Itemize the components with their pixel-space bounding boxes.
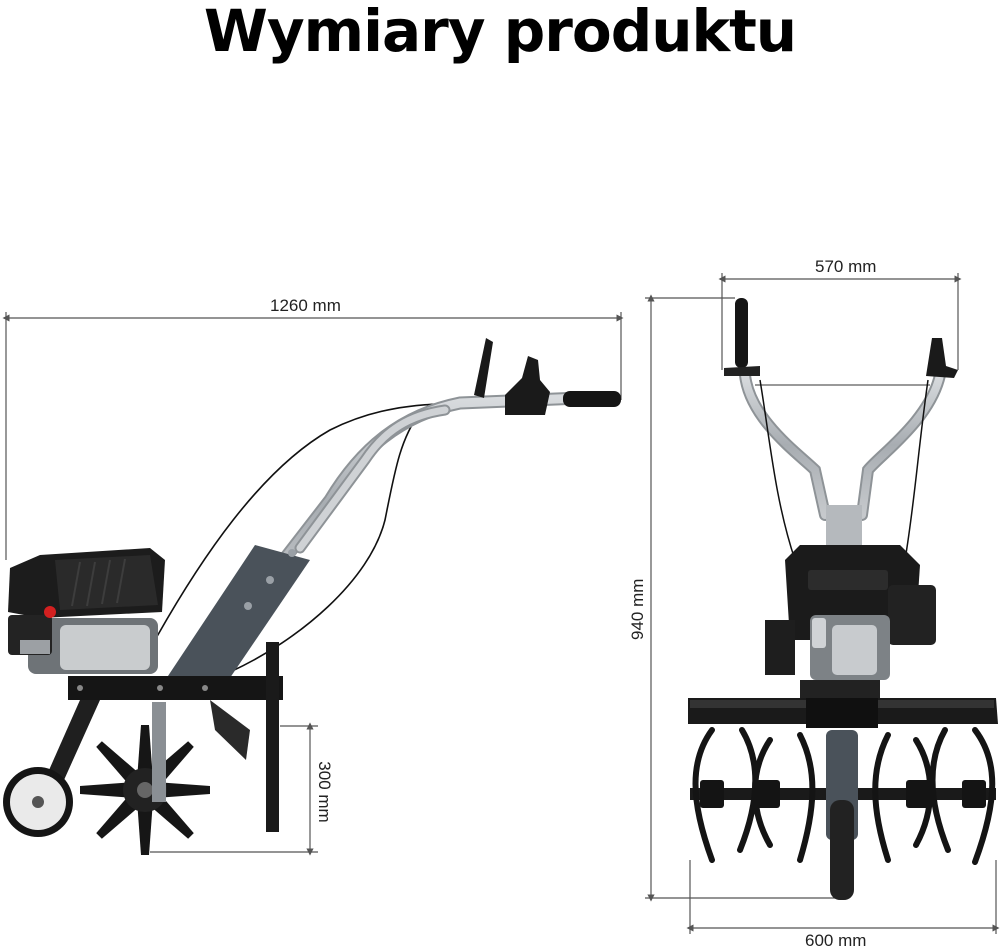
- dimension-line-tiller-width: [686, 860, 1000, 934]
- height-label: 940 mm: [628, 578, 647, 640]
- front-handle-width-label: 570 mm: [815, 257, 877, 276]
- tiller-front-view: [688, 298, 998, 900]
- tiller-side-view: [3, 338, 621, 855]
- tiller-width-label: 600 mm: [805, 931, 867, 950]
- page-title: Wymiary produktu: [203, 0, 797, 65]
- side-length-label: 1260 mm: [270, 296, 341, 315]
- dimension-line-handle-width: [718, 273, 962, 370]
- dimension-line-height: [645, 294, 840, 902]
- tine-height-label: 300 mm: [315, 761, 334, 823]
- dimension-line-tine-height: [150, 722, 318, 856]
- dimension-line-side-length: [2, 312, 624, 560]
